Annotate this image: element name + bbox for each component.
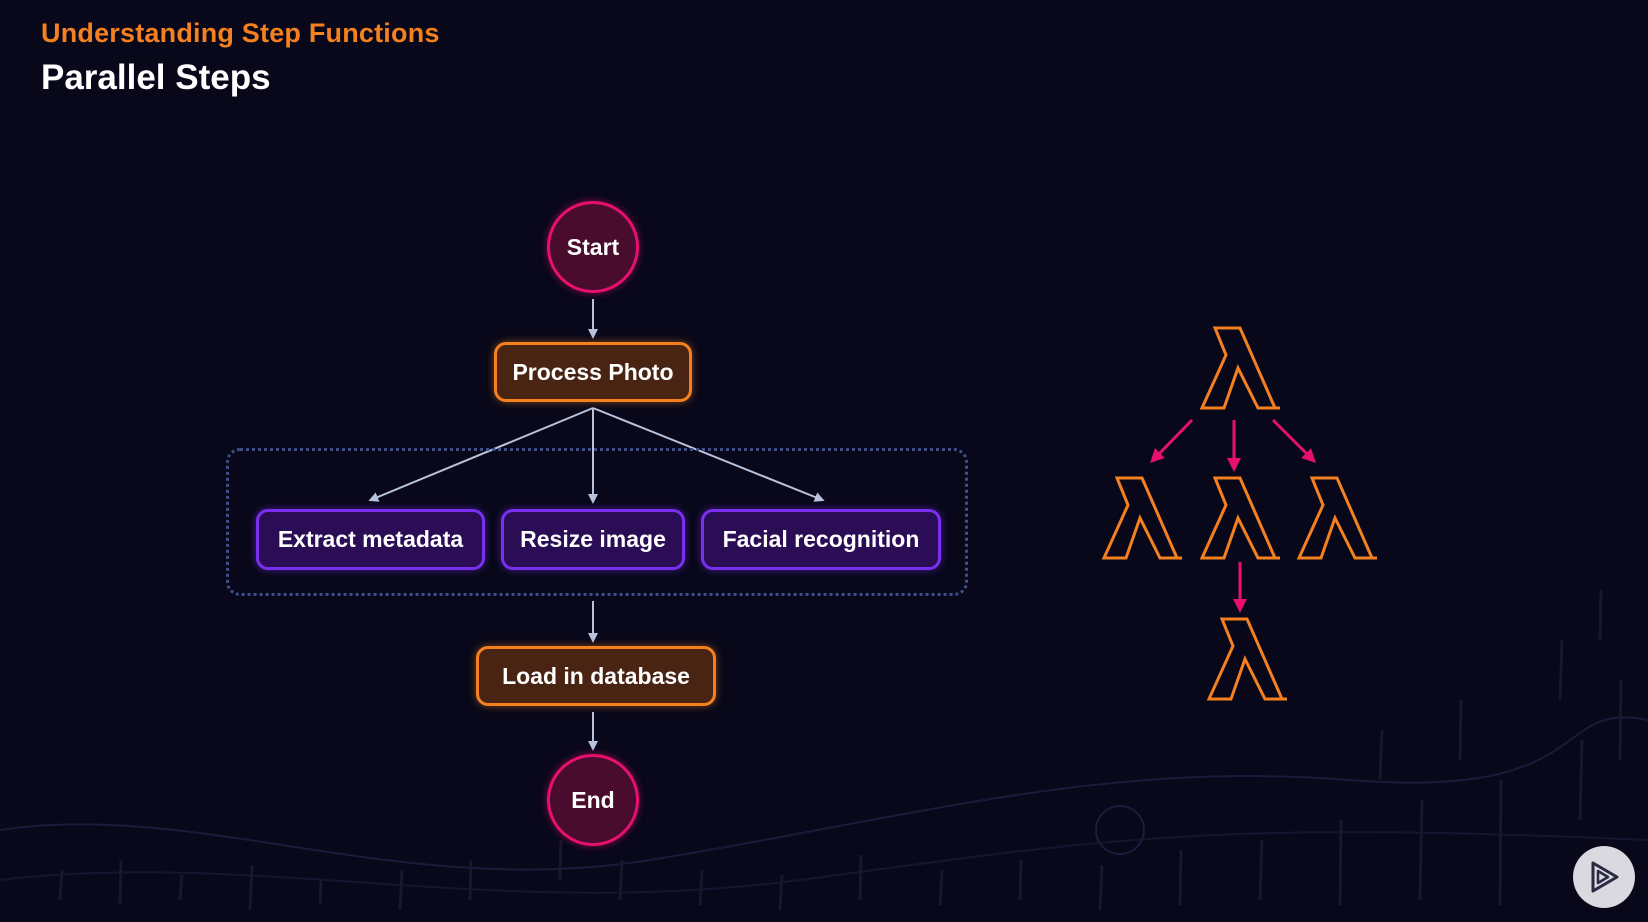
start-node: Start <box>547 201 639 293</box>
parallel-group <box>226 448 968 596</box>
end-label: End <box>571 786 615 813</box>
end-node: End <box>547 754 639 846</box>
lambda-icon <box>1199 326 1280 410</box>
lambda-arrow-left <box>1150 418 1194 464</box>
slide-title: Parallel Steps <box>41 58 271 97</box>
extract-metadata-label: Extract metadata <box>277 526 464 552</box>
resize-image-node: Resize image <box>501 509 685 570</box>
extract-metadata-node: Extract metadata <box>256 509 485 570</box>
resize-image-label: Resize image <box>520 526 666 552</box>
facial-recognition-label: Facial recognition <box>722 526 920 552</box>
load-in-database-node: Load in database <box>476 646 716 706</box>
lambda-icon <box>1199 476 1280 560</box>
lambda-arrow-right <box>1271 418 1316 463</box>
play-logo-button[interactable] <box>1573 846 1635 908</box>
play-logo-icon <box>1591 861 1619 893</box>
lambda-diagram <box>1101 326 1377 701</box>
process-photo-label: Process Photo <box>512 358 674 385</box>
facial-recognition-node: Facial recognition <box>701 509 941 570</box>
load-in-database-label: Load in database <box>502 662 690 689</box>
slide-subtitle: Understanding Step Functions <box>41 18 440 48</box>
arrow-process-to-facial <box>592 407 825 502</box>
lambda-icon <box>1101 476 1182 560</box>
lambda-icon <box>1206 617 1287 701</box>
arrow-process-to-extract <box>368 407 594 502</box>
start-label: Start <box>566 233 620 260</box>
process-photo-node: Process Photo <box>494 342 692 402</box>
lambda-icon <box>1296 476 1377 560</box>
